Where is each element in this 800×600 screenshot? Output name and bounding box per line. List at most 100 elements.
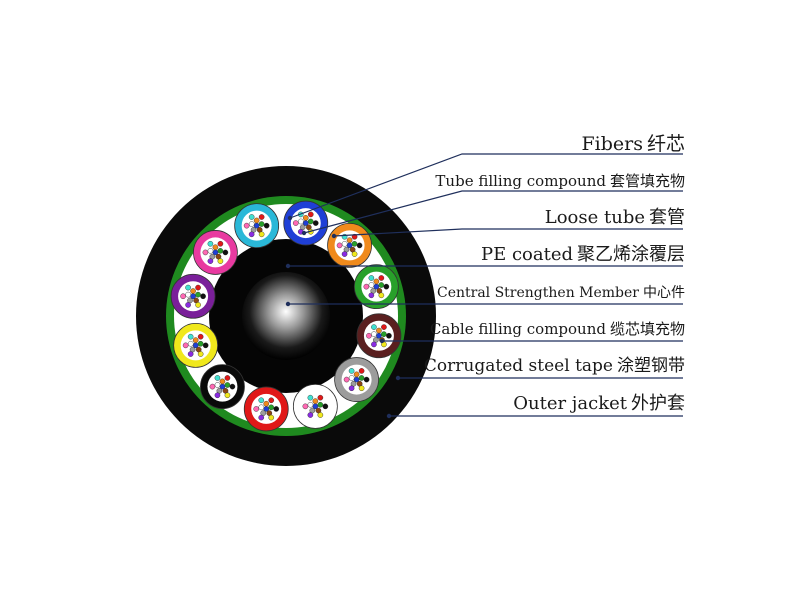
- fiber: [212, 244, 219, 251]
- fiber: [224, 382, 231, 388]
- fiber: [378, 282, 385, 288]
- fiber: [268, 404, 274, 411]
- loose-tube: [193, 230, 238, 275]
- fiber: [197, 333, 204, 340]
- fiber: [381, 324, 387, 330]
- fiber: [302, 215, 309, 221]
- fiber: [307, 218, 314, 225]
- fiber: [258, 214, 265, 220]
- leader-central-member: [285, 301, 683, 307]
- fiber: [343, 376, 350, 383]
- fiber: [346, 237, 353, 244]
- fiber: [363, 376, 370, 383]
- fiber: [273, 406, 280, 412]
- loose-tube: [173, 322, 219, 368]
- fiber: [207, 258, 214, 264]
- loose-tube: [356, 313, 402, 359]
- fiber: [224, 392, 231, 399]
- fiber: [348, 385, 355, 392]
- fiber: [219, 378, 226, 385]
- fiber: [341, 251, 348, 257]
- fiber: [214, 375, 221, 381]
- fiber: [386, 332, 392, 339]
- leader-steel-tape-dot: [395, 375, 401, 381]
- leader-fibers-dot: [287, 215, 293, 221]
- label-outer-jacket-zh: 外护套: [631, 393, 685, 414]
- label-tube-filling-en: Tube filling compound: [435, 172, 606, 190]
- fiber: [229, 383, 236, 390]
- fiber: [224, 375, 231, 381]
- loose-tube: [234, 203, 280, 249]
- fiber: [356, 242, 363, 249]
- fiber: [195, 284, 201, 291]
- fiber: [190, 288, 196, 294]
- fiber: [368, 275, 375, 281]
- central-strengthen-member: [242, 272, 330, 360]
- fiber: [258, 404, 265, 411]
- fiber: [258, 231, 265, 238]
- fiber: [192, 337, 199, 343]
- leader-fibers-line: [289, 153, 683, 219]
- leader-outer-jacket-dot: [386, 413, 392, 419]
- fiber: [353, 371, 360, 378]
- fiber: [217, 258, 224, 264]
- leader-loose-tube: [331, 228, 683, 239]
- fiber: [187, 351, 194, 357]
- fiber: [185, 291, 191, 298]
- fiber: [207, 240, 214, 247]
- fiber: [180, 293, 186, 300]
- label-loose-tube-zh: 套管: [649, 207, 685, 228]
- fiber: [378, 292, 385, 299]
- fiber: [317, 394, 324, 401]
- fiber: [263, 400, 270, 407]
- fiber: [376, 327, 382, 334]
- label-central-member-zh: 中心件: [643, 285, 685, 301]
- fiber: [371, 341, 377, 348]
- fiber: [368, 282, 375, 288]
- fiber: [358, 375, 365, 381]
- label-loose-tube-en: Loose tube: [544, 207, 645, 228]
- fiber: [243, 222, 250, 229]
- fiber: [378, 275, 385, 281]
- leader-central-member-dot: [285, 301, 291, 307]
- fiber: [217, 240, 224, 247]
- fiber: [202, 249, 209, 256]
- fiber: [307, 401, 314, 408]
- label-fibers-en: Fibers: [581, 133, 643, 155]
- loose-tube: [200, 364, 245, 409]
- leader-fibers: [287, 153, 683, 221]
- fiber: [298, 218, 304, 225]
- leader-tube-filling: [301, 190, 683, 236]
- fiber: [371, 331, 377, 337]
- fiber: [258, 221, 265, 227]
- fiber: [185, 302, 191, 308]
- fiber: [302, 403, 309, 410]
- fiber: [248, 214, 255, 220]
- fiber: [253, 406, 260, 412]
- loose-tube: [243, 386, 289, 432]
- loose-tube: [327, 223, 372, 268]
- fiber: [317, 412, 324, 418]
- leader-pe-coated-dot: [285, 263, 291, 269]
- fiber: [200, 293, 206, 300]
- fiber: [312, 398, 319, 404]
- fiber: [263, 222, 270, 229]
- fiber: [187, 333, 194, 340]
- leader-cable-filling-dot: [379, 338, 385, 344]
- label-cable-filling-zh: 缆芯填充物: [609, 320, 685, 338]
- fiber: [383, 283, 390, 290]
- leader-tube-filling-dot: [301, 230, 307, 236]
- leader-pe-coated: [285, 263, 683, 269]
- label-tube-filling-zh: 套管填充物: [609, 172, 685, 190]
- fiber: [312, 220, 319, 226]
- fiber: [214, 382, 221, 388]
- label-central-member-en: Central Strengthen Member: [436, 285, 639, 301]
